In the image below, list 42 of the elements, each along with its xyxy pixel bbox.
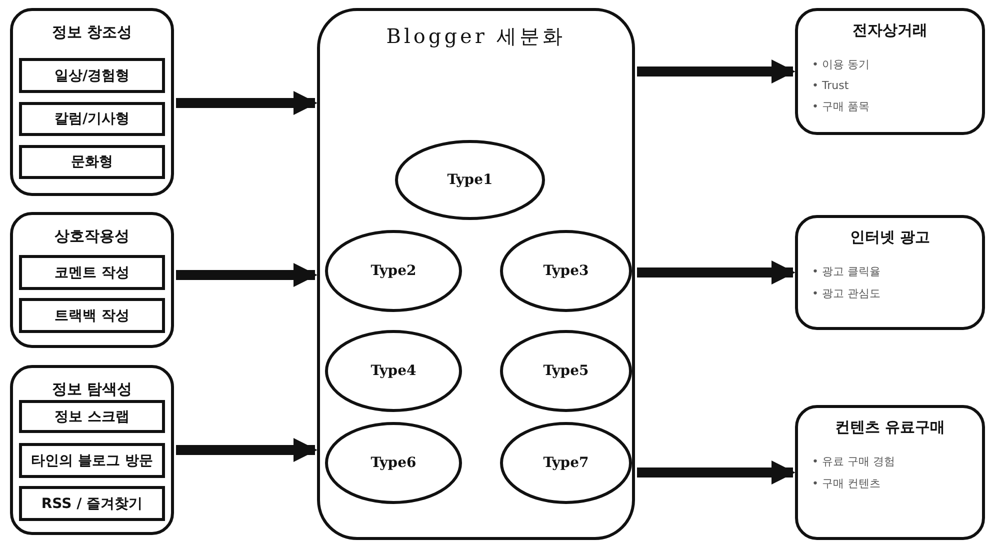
segment-panel xyxy=(317,8,635,540)
group-title: 상호작용성 xyxy=(54,227,130,246)
item-box: 코멘트 작성 xyxy=(19,255,165,290)
group-title: 정보 탐색성 xyxy=(50,380,134,399)
type-ellipse: Type7 xyxy=(500,422,632,504)
bullet-item: • 광고 클릭율 xyxy=(812,264,880,279)
group-title: 정보 창조성 xyxy=(50,23,134,42)
group-box xyxy=(10,365,174,535)
outcome-box xyxy=(795,405,985,540)
outcome-box xyxy=(795,8,985,135)
bullet-item: • 이용 동기 xyxy=(812,57,870,72)
type-ellipse: Type5 xyxy=(500,330,632,412)
type-ellipse: Type4 xyxy=(325,330,462,412)
type-ellipse: Type1 xyxy=(395,140,545,220)
block-arrow xyxy=(637,60,796,84)
block-arrow xyxy=(176,438,318,462)
group-title: Blogger 세분화 xyxy=(385,23,567,50)
block-arrow xyxy=(637,460,796,484)
group-title: 인터넷 광고 xyxy=(848,228,932,247)
group-title: 전자상거래 xyxy=(852,21,928,40)
bullet-item: • 구매 컨텐츠 xyxy=(812,476,882,491)
item-box: 트랙백 작성 xyxy=(19,298,165,333)
type-ellipse: Type6 xyxy=(325,422,462,504)
item-box: 정보 스크랩 xyxy=(19,400,165,433)
block-arrow xyxy=(176,91,318,115)
item-box: 일상/경험형 xyxy=(19,58,165,93)
item-box: RSS / 즐겨찾기 xyxy=(19,486,165,521)
block-arrow xyxy=(637,260,796,284)
bullet-item: • Trust xyxy=(812,79,850,92)
type-ellipse: Type2 xyxy=(325,230,462,312)
type-ellipse: Type3 xyxy=(500,230,632,312)
bullet-item: • 구매 품목 xyxy=(812,99,870,114)
bullet-item: • 유료 구매 경험 xyxy=(812,454,895,469)
group-box xyxy=(10,8,174,196)
item-box: 칼럼/기사형 xyxy=(19,102,165,136)
group-title: 컨텐츠 유료구매 xyxy=(834,418,946,437)
item-box: 타인의 블로그 방문 xyxy=(19,443,165,478)
group-box xyxy=(10,212,174,348)
block-arrow xyxy=(176,263,318,287)
bullet-item: • 광고 관심도 xyxy=(812,286,880,301)
outcome-box xyxy=(795,215,985,330)
item-box: 문화형 xyxy=(19,145,165,179)
